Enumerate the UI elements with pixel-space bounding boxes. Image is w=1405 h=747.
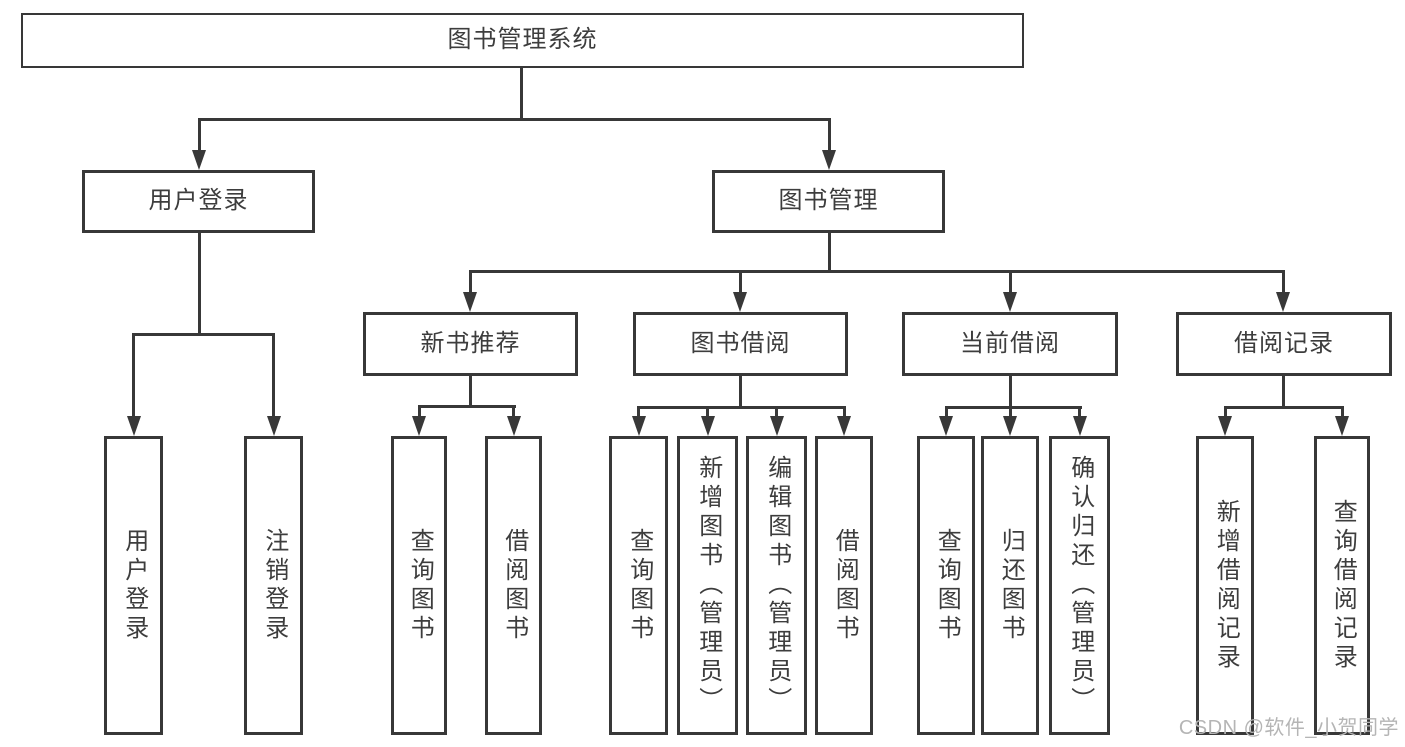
arrowhead-icon — [1335, 416, 1349, 436]
connector-arrow-stem — [738, 271, 742, 294]
connector-line — [520, 68, 523, 119]
node-leaf-nb-query-books: 查询图书 — [391, 436, 447, 735]
node-label-leaf-bb-query-books: 查询图书 — [625, 527, 653, 644]
arrowhead-icon — [822, 150, 836, 170]
node-label-leaf-cb-return-books: 归还图书 — [997, 527, 1025, 644]
node-label-leaf-br-query-record: 查询借阅记录 — [1329, 498, 1357, 673]
node-system-root: 图书管理系统 — [21, 13, 1024, 68]
arrowhead-icon — [939, 416, 953, 436]
connector-arrow-stem — [1008, 407, 1012, 418]
csdn-watermark: CSDN @软件_小贺同学 — [1178, 717, 1399, 739]
connector-arrow-stem — [827, 119, 831, 152]
node-leaf-user-login: 用户登录 — [104, 436, 163, 735]
connector-arrow-stem — [1078, 407, 1081, 418]
arrowhead-icon — [1072, 416, 1087, 436]
node-leaf-cb-return-books: 归还图书 — [981, 436, 1039, 735]
node-leaf-nb-borrow-books: 借阅图书 — [485, 436, 542, 735]
connector-arrow-stem — [1340, 407, 1344, 418]
node-user-login: 用户登录 — [82, 170, 315, 233]
connector-arrow-stem — [1008, 271, 1012, 294]
node-label-leaf-bb-borrow-books: 借阅图书 — [831, 527, 859, 644]
connector-line — [197, 117, 831, 121]
connector-arrow-stem — [468, 271, 472, 294]
connector-arrow-stem — [637, 407, 640, 418]
connector-line — [417, 404, 516, 408]
connector-line — [1223, 405, 1344, 409]
connector-line — [944, 405, 1082, 409]
node-leaf-bb-edit-books: 编辑图书（管理员） — [746, 436, 807, 735]
node-label-leaf-cb-query-books: 查询图书 — [933, 527, 961, 644]
arrowhead-icon — [631, 416, 646, 436]
connector-arrow-stem — [706, 407, 709, 418]
connector-arrow-stem — [197, 119, 201, 152]
connector-arrow-stem — [512, 406, 515, 418]
arrowhead-icon — [506, 416, 521, 436]
node-borrowing-records: 借阅记录 — [1176, 312, 1392, 376]
connector-arrow-stem — [775, 407, 778, 418]
node-label-new-book-recommend: 新书推荐 — [420, 329, 521, 357]
node-leaf-br-query-record: 查询借阅记录 — [1314, 436, 1370, 735]
arrowhead-icon — [266, 416, 281, 436]
connector-arrow-stem — [1281, 271, 1285, 294]
arrowhead-icon — [1276, 292, 1290, 312]
connector-line — [738, 376, 742, 407]
node-leaf-cb-confirm-return: 确认归还（管理员） — [1049, 436, 1110, 735]
node-book-management: 图书管理 — [712, 170, 945, 233]
arrowhead-icon — [733, 292, 747, 312]
node-label-leaf-nb-borrow-books: 借阅图书 — [500, 527, 528, 644]
arrowhead-icon — [192, 150, 206, 170]
connector-line — [1281, 376, 1285, 407]
node-label-book-management: 图书管理 — [778, 187, 879, 215]
connector-line — [468, 376, 472, 406]
node-label-leaf-bb-add-books: 新增图书（管理员） — [694, 455, 722, 716]
arrowhead-icon — [463, 292, 477, 312]
node-leaf-br-add-record: 新增借阅记录 — [1196, 436, 1254, 735]
node-label-leaf-user-login: 用户登录 — [120, 527, 148, 644]
node-label-borrowing-records: 借阅记录 — [1234, 329, 1334, 357]
node-label-leaf-cb-confirm-return: 确认归还（管理员） — [1066, 455, 1094, 716]
connector-line — [1008, 376, 1012, 407]
connector-line — [132, 332, 275, 336]
node-leaf-bb-borrow-books: 借阅图书 — [815, 436, 873, 735]
connector-arrow-stem — [272, 334, 275, 418]
node-new-book-recommend: 新书推荐 — [363, 312, 578, 376]
arrowhead-icon — [769, 416, 784, 436]
node-current-borrowing: 当前借阅 — [902, 312, 1118, 376]
connector-line — [197, 233, 201, 334]
arrowhead-icon — [700, 416, 715, 436]
node-label-leaf-bb-edit-books: 编辑图书（管理员） — [763, 455, 791, 716]
node-label-current-borrowing: 当前借阅 — [960, 329, 1060, 357]
arrowhead-icon — [1003, 292, 1017, 312]
arrowhead-icon — [1003, 416, 1017, 436]
connector-arrow-stem — [842, 407, 846, 418]
connector-arrow-stem — [944, 407, 948, 418]
connector-line — [827, 233, 831, 271]
node-leaf-bb-query-books: 查询图书 — [609, 436, 668, 735]
connector-arrow-stem — [1223, 407, 1227, 418]
node-label-leaf-br-add-record: 新增借阅记录 — [1212, 498, 1240, 673]
node-label-user-login: 用户登录 — [148, 187, 249, 215]
connector-arrow-stem — [132, 334, 135, 418]
node-leaf-bb-add-books: 新增图书（管理员） — [677, 436, 738, 735]
connector-arrow-stem — [417, 406, 421, 418]
node-label-book-borrowing: 图书借阅 — [690, 329, 791, 357]
arrowhead-icon — [412, 416, 426, 436]
node-label-leaf-nb-query-books: 查询图书 — [406, 527, 434, 644]
arrowhead-icon — [837, 416, 851, 436]
node-leaf-logout: 注销登录 — [244, 436, 303, 735]
node-label-leaf-logout: 注销登录 — [260, 527, 288, 644]
connector-line — [637, 405, 846, 409]
arrowhead-icon — [126, 416, 141, 436]
node-label-system-root: 图书管理系统 — [447, 26, 598, 54]
connector-line — [468, 269, 1285, 273]
node-leaf-cb-query-books: 查询图书 — [917, 436, 975, 735]
arrowhead-icon — [1218, 416, 1232, 436]
node-book-borrowing: 图书借阅 — [633, 312, 848, 376]
